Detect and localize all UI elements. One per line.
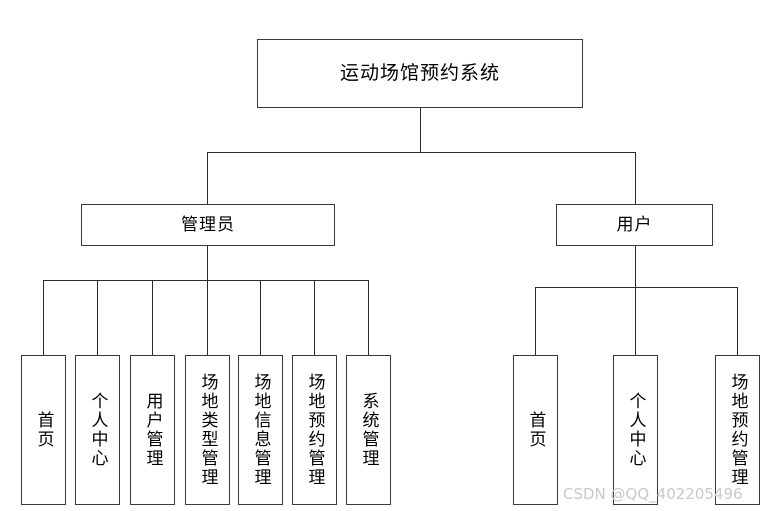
node-admin-leaf-venue-type-management-label: 场地类型管理	[197, 373, 218, 487]
connector-user-leaf-drop-1	[535, 287, 536, 355]
node-user-leaf-home-label: 首页	[525, 411, 546, 449]
connector-admin-leaf-drop-7	[368, 280, 369, 355]
node-admin-leaf-venue-info-management-label: 场地信息管理	[250, 373, 271, 487]
node-admin-leaf-personal-center-label: 个人中心	[87, 392, 108, 468]
node-admin-leaf-venue-info-management[interactable]: 场地信息管理	[238, 355, 284, 506]
connector-user-stem	[635, 246, 636, 287]
node-admin-leaf-user-management[interactable]: 用户管理	[130, 355, 176, 506]
node-admin-leaf-home-label: 首页	[33, 411, 54, 449]
connector-admin-leaf-drop-6	[314, 280, 315, 355]
node-user-label: 用户	[616, 214, 653, 235]
node-user-leaf-personal-center[interactable]: 个人中心	[613, 355, 659, 506]
connector-admin-leaf-drop-2	[97, 280, 98, 355]
connector-admin-leaf-drop-5	[260, 280, 261, 355]
connector-admin-leaf-bus	[43, 280, 368, 281]
node-user-leaf-venue-booking-management-label: 场地预约管理	[727, 373, 748, 487]
connector-admin-leaf-drop-1	[43, 280, 44, 355]
node-admin-leaf-venue-booking-management[interactable]: 场地预约管理	[292, 355, 338, 506]
node-user-leaf-personal-center-label: 个人中心	[625, 392, 646, 468]
node-admin-leaf-system-management[interactable]: 系统管理	[346, 355, 392, 506]
node-user-leaf-home[interactable]: 首页	[513, 355, 559, 506]
connector-admin-stem	[207, 246, 208, 280]
connector-admin-leaf-drop-3	[152, 280, 153, 355]
node-admin-leaf-system-management-label: 系统管理	[358, 392, 379, 468]
node-user-leaf-venue-booking-management[interactable]: 场地预约管理	[715, 355, 761, 506]
node-admin[interactable]: 管理员	[81, 204, 336, 247]
node-root-system[interactable]: 运动场馆预约系统	[257, 39, 584, 109]
node-admin-leaf-venue-booking-management-label: 场地预约管理	[304, 373, 325, 487]
connector-drop-admin	[207, 152, 208, 204]
connector-drop-user	[635, 152, 636, 204]
connector-user-leaf-drop-3	[737, 287, 738, 355]
node-admin-leaf-home[interactable]: 首页	[21, 355, 67, 506]
connector-user-leaf-bus	[535, 287, 737, 288]
connector-level2-bus	[207, 152, 636, 153]
node-admin-label: 管理员	[181, 214, 235, 235]
node-admin-leaf-venue-type-management[interactable]: 场地类型管理	[185, 355, 231, 506]
node-admin-leaf-personal-center[interactable]: 个人中心	[75, 355, 121, 506]
node-root-label: 运动场馆预约系统	[339, 62, 500, 85]
connector-root-stem	[420, 108, 421, 153]
node-user[interactable]: 用户	[556, 204, 714, 247]
watermark: CSDN @QQ_402205496	[563, 485, 743, 503]
node-admin-leaf-user-management-label: 用户管理	[142, 392, 163, 468]
connector-user-leaf-drop-2	[635, 287, 636, 355]
connector-admin-leaf-drop-4	[207, 280, 208, 355]
